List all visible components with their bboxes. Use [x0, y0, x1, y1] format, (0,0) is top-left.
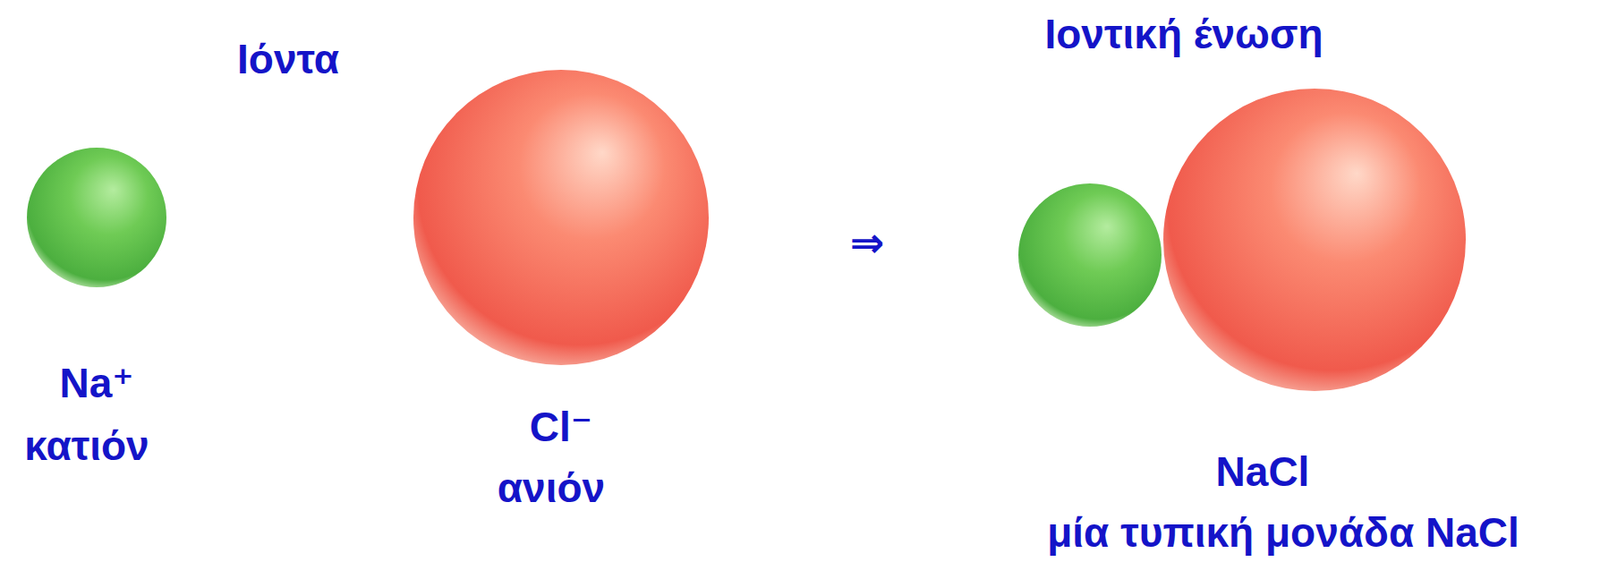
formula-label: Cl⁻	[529, 404, 593, 451]
reaction-arrow: ⇒	[850, 220, 886, 266]
ion-label: κατιόν	[24, 423, 149, 469]
formula-label: Na⁺	[59, 360, 134, 407]
anion-sphere	[413, 69, 709, 366]
anion-sphere	[1163, 88, 1466, 392]
group-heading: Ιόντα	[237, 36, 340, 83]
ion-label: μία τυπική μονάδα NaCl	[1046, 510, 1520, 556]
sphere-drawing	[393, 62, 734, 520]
cation-sphere	[26, 147, 167, 288]
ion-node: Na⁺ κατιόν	[0, 134, 194, 475]
group-heading: Ιοντική ένωση	[1044, 11, 1323, 58]
formula-label: NaCl	[1216, 449, 1311, 495]
ion-node: NaCl μία τυπική μονάδα NaCl	[993, 80, 1600, 561]
ion-label: ανιόν	[497, 465, 605, 511]
ion-node: Cl⁻ ανιόν	[393, 62, 734, 520]
cation-sphere	[1018, 183, 1162, 327]
